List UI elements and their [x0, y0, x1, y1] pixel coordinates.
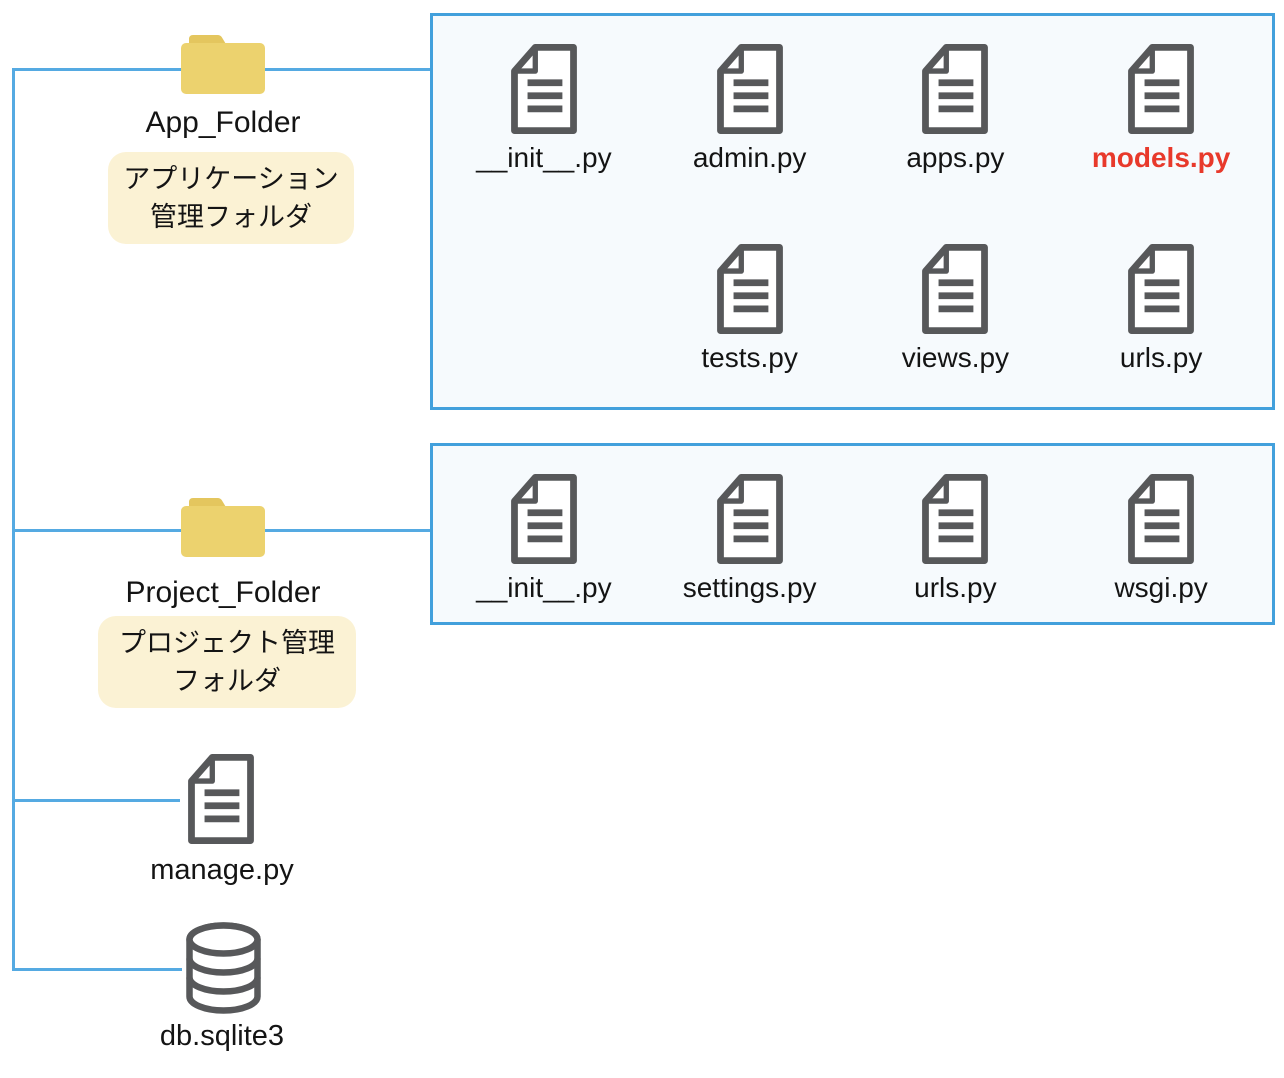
file-label-highlighted: models.py [1091, 142, 1231, 173]
file-item-views: views.py [853, 244, 1059, 374]
file-item-settings: settings.py [647, 474, 853, 604]
project-folder-label: Project_Folder [125, 576, 321, 609]
file-label: urls.py [1119, 342, 1203, 373]
file-item-models: models.py [1058, 44, 1264, 222]
manage-py-label: manage.py [150, 854, 294, 886]
file-item-urls-app: urls.py [1058, 244, 1264, 374]
file-label: __init__.py [476, 142, 612, 173]
app-folder-badge: アプリケーション 管理フォルダ [108, 152, 354, 244]
app-files-box: __init__.py admin.py apps.py models.py t… [430, 13, 1275, 410]
file-icon [717, 44, 783, 134]
app-folder-badge-line1: アプリケーション [123, 164, 339, 194]
file-icon [1128, 474, 1194, 564]
branch-line-db-sqlite3 [12, 968, 182, 971]
file-icon [717, 244, 783, 334]
project-folder-badge: プロジェクト管理 フォルダ [98, 616, 356, 708]
file-icon [922, 244, 988, 334]
project-folder-badge-line2: フォルダ [173, 666, 281, 696]
file-item-urls-project: urls.py [853, 474, 1059, 604]
database-icon [186, 922, 261, 1014]
file-icon [511, 474, 577, 564]
file-label: views.py [901, 342, 1010, 373]
file-item-tests: tests.py [647, 244, 853, 374]
file-item-apps: apps.py [853, 44, 1059, 222]
file-icon [1128, 44, 1194, 134]
app-files-grid: __init__.py admin.py apps.py models.py t… [433, 16, 1272, 374]
file-icon [922, 44, 988, 134]
tree-trunk-line [12, 68, 15, 971]
file-icon [511, 44, 577, 134]
app-folder-label: App_Folder [145, 106, 301, 139]
project-files-box: __init__.py settings.py urls.py wsgi.py [430, 443, 1275, 625]
file-label: __init__.py [476, 572, 612, 603]
db-sqlite3-label: db.sqlite3 [159, 1020, 285, 1052]
file-icon [1128, 244, 1194, 334]
file-label: admin.py [692, 142, 807, 173]
file-icon [922, 474, 988, 564]
file-item-wsgi: wsgi.py [1058, 474, 1264, 604]
manage-py-file-icon [188, 754, 254, 844]
file-item-admin: admin.py [647, 44, 853, 222]
branch-line-manage-py [12, 799, 180, 802]
file-label: settings.py [682, 572, 817, 603]
project-files-grid: __init__.py settings.py urls.py wsgi.py [433, 446, 1272, 604]
file-item-init-project: __init__.py [441, 474, 647, 604]
app-folder-icon [181, 35, 265, 94]
file-label: tests.py [701, 342, 798, 373]
project-folder-badge-line1: プロジェクト管理 [119, 628, 335, 658]
file-label: wsgi.py [1114, 572, 1208, 603]
file-label: urls.py [914, 572, 997, 603]
file-icon [717, 474, 783, 564]
app-folder-badge-line2: 管理フォルダ [150, 202, 312, 232]
file-item-init-app: __init__.py [441, 44, 647, 222]
project-folder-icon [181, 498, 265, 557]
file-label: apps.py [906, 142, 1005, 173]
